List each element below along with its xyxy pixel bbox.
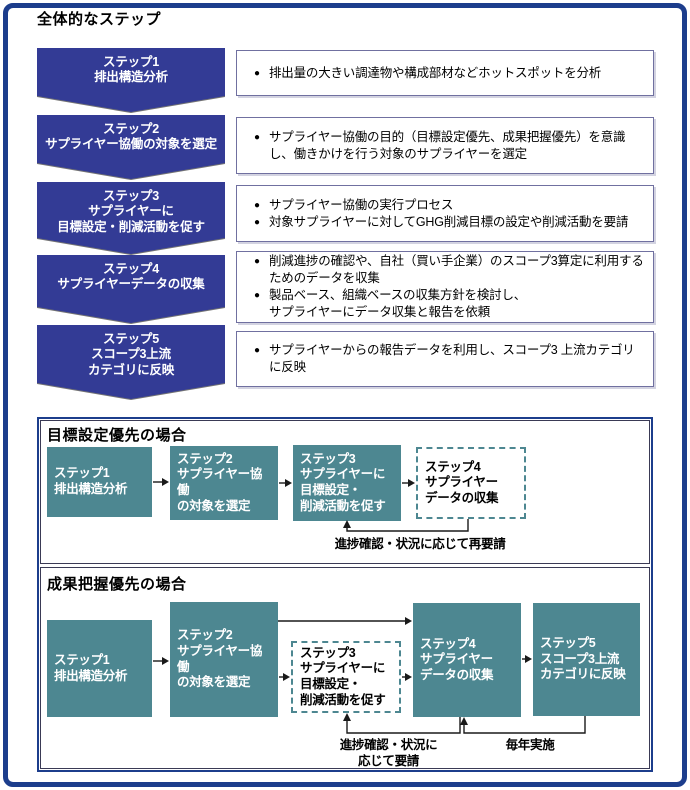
panel1-step3-label: ステップ3 サプライヤーに 目標設定・ 削減活動を促す [300,451,386,513]
step3-description-box: ● サプライヤー協働の実行プロセス ● 対象サプライヤーに対してGHG削減目標の… [236,185,654,242]
bullet-item: ● 削減進捗の確認や、自社（買い手企業）のスコープ3算定に利用するためのデータを… [245,253,645,287]
panel2-step2-label: ステップ2 サプライヤー協働 の対象を選定 [177,628,263,690]
bullet-icon: ● [253,256,261,268]
panel2-step4-box: ステップ4 サプライヤー データの収集 [413,603,521,717]
bullet-icon: ● [253,290,261,301]
panel1-step3-box: ステップ3 サプライヤーに 目標設定・ 削減活動を促す [293,445,401,521]
panel1-step1-box: ステップ1 排出構造分析 [47,447,152,517]
bullet-icon: ● [253,67,261,79]
step4-chevron-label: ステップ4 サプライヤーデータの収集 [57,262,205,292]
step5-chevron-label: ステップ5 スコープ3上流 カテゴリに反映 [87,332,175,377]
panel2-feedback-annual-label: 毎年実施 [505,738,555,752]
step1-chevron: ステップ1 排出構造分析 [37,48,225,112]
panel1-title: 目標設定優先の場合 [47,427,187,444]
panel2-title: 成果把握優先の場合 [47,576,187,593]
page-title: 全体的なステップ [37,11,162,28]
chevron-shape: ステップ3 サプライヤーに 目標設定・削減活動を促す [37,182,225,254]
step1-description-box: ● 排出量の大きい調達物や構成部材などホットスポットを分析 [236,50,654,96]
bullet-item: ● 対象サプライヤーに対してGHG削減目標の設定や削減活動を要請 [245,214,645,231]
panel1-step2-box: ステップ2 サプライヤー協働 の対象を選定 [170,446,278,520]
panel1-step4-box-dashed: ステップ4 サプライヤー データの収集 [416,447,526,519]
bullet-item: ● サプライヤー協働の実行プロセス [245,197,645,214]
step5-chevron: ステップ5 スコープ3上流 カテゴリに反映 [37,325,225,399]
step2-chevron: ステップ2 サプライヤー協働の対象を選定 [37,115,225,179]
bullet-icon: ● [253,345,261,357]
panel2-step1-label: ステップ1 排出構造分析 [54,652,128,683]
bullet-item: ● サプライヤーからの報告データを利用し、スコープ3 上流カテゴリに反映 [245,342,645,376]
panel1-feedback-label: 進捗確認・状況に応じて再要請 [334,537,506,551]
bullet-item: ● 製品ベース、組織ベースの収集方針を検討し、 サプライヤーにデータ収集と報告を… [245,287,645,321]
bullet-item: ● サプライヤー協働の目的（目標設定優先、成果把握優先）を意識し、働きかけを行う… [245,129,645,163]
chevron-shape: ステップ1 排出構造分析 [37,48,225,112]
panel2-step5-box: ステップ5 スコープ3上流 カテゴリに反映 [533,603,640,716]
step3-bullet-text-2: 対象サプライヤーに対してGHG削減目標の設定や削減活動を要請 [269,214,629,229]
step3-chevron: ステップ3 サプライヤーに 目標設定・削減活動を促す [37,182,225,254]
panel1-step2-label: ステップ2 サプライヤー協働 の対象を選定 [177,451,263,513]
step4-chevron: ステップ4 サプライヤーデータの収集 [37,255,225,323]
bullet-icon: ● [253,131,261,143]
panel2-step5-label: ステップ5 スコープ3上流 カテゴリに反映 [540,636,626,682]
panel2-feedback-rerequest-label: 進捗確認・状況に 応じて要請 [339,738,438,769]
step4-description-box: ● 削減進捗の確認や、自社（買い手企業）のスコープ3算定に利用するためのデータを… [236,251,654,323]
panel2-step3-label: ステップ3 サプライヤーに 目標設定・ 削減活動を促す [300,645,386,707]
step5-bullet-text: サプライヤーからの報告データを利用し、スコープ3 上流カテゴリに反映 [269,343,635,374]
panel2-step3-box-dashed: ステップ3 サプライヤーに 目標設定・ 削減活動を促す [291,641,401,713]
step5-description-box: ● サプライヤーからの報告データを利用し、スコープ3 上流カテゴリに反映 [236,331,654,387]
bullet-item: ● 排出量の大きい調達物や構成部材などホットスポットを分析 [245,65,645,82]
panel2-step4-label: ステップ4 サプライヤー データの収集 [420,636,494,682]
panel2-step1-box: ステップ1 排出構造分析 [47,620,152,717]
step3-chevron-label: ステップ3 サプライヤーに 目標設定・削減活動を促す [57,189,205,234]
step3-bullet-text-1: サプライヤー協働の実行プロセス [269,197,454,212]
chevron-shape: ステップ5 スコープ3上流 カテゴリに反映 [37,325,225,399]
step2-chevron-label: ステップ2 サプライヤー協働の対象を選定 [45,122,217,152]
panel1-step1-label: ステップ1 排出構造分析 [54,466,128,496]
step2-description-box: ● サプライヤー協働の目的（目標設定優先、成果把握優先）を意識し、働きかけを行う… [236,117,654,174]
step1-chevron-label: ステップ1 排出構造分析 [94,55,168,85]
panel2-step2-box: ステップ2 サプライヤー協働 の対象を選定 [170,602,278,717]
step4-bullet-text-1: 削減進捗の確認や、自社（買い手企業）のスコープ3算定に利用するためのデータを収集 [269,254,644,286]
step2-bullet-text: サプライヤー協働の目的（目標設定優先、成果把握優先）を意識し、働きかけを行う対象… [269,129,626,161]
step1-bullet-text: 排出量の大きい調達物や構成部材などホットスポットを分析 [269,65,602,80]
chevron-shape: ステップ2 サプライヤー協働の対象を選定 [37,115,225,179]
bullet-icon: ● [253,199,261,211]
panel1-step4-label: ステップ4 サプライヤー データの収集 [425,459,499,505]
chevron-shape: ステップ4 サプライヤーデータの収集 [37,255,225,323]
bullet-icon: ● [253,216,261,228]
step4-bullet-text-2: 製品ベース、組織ベースの収集方針を検討し、 サプライヤーにデータ収集と報告を依頼 [269,288,527,319]
